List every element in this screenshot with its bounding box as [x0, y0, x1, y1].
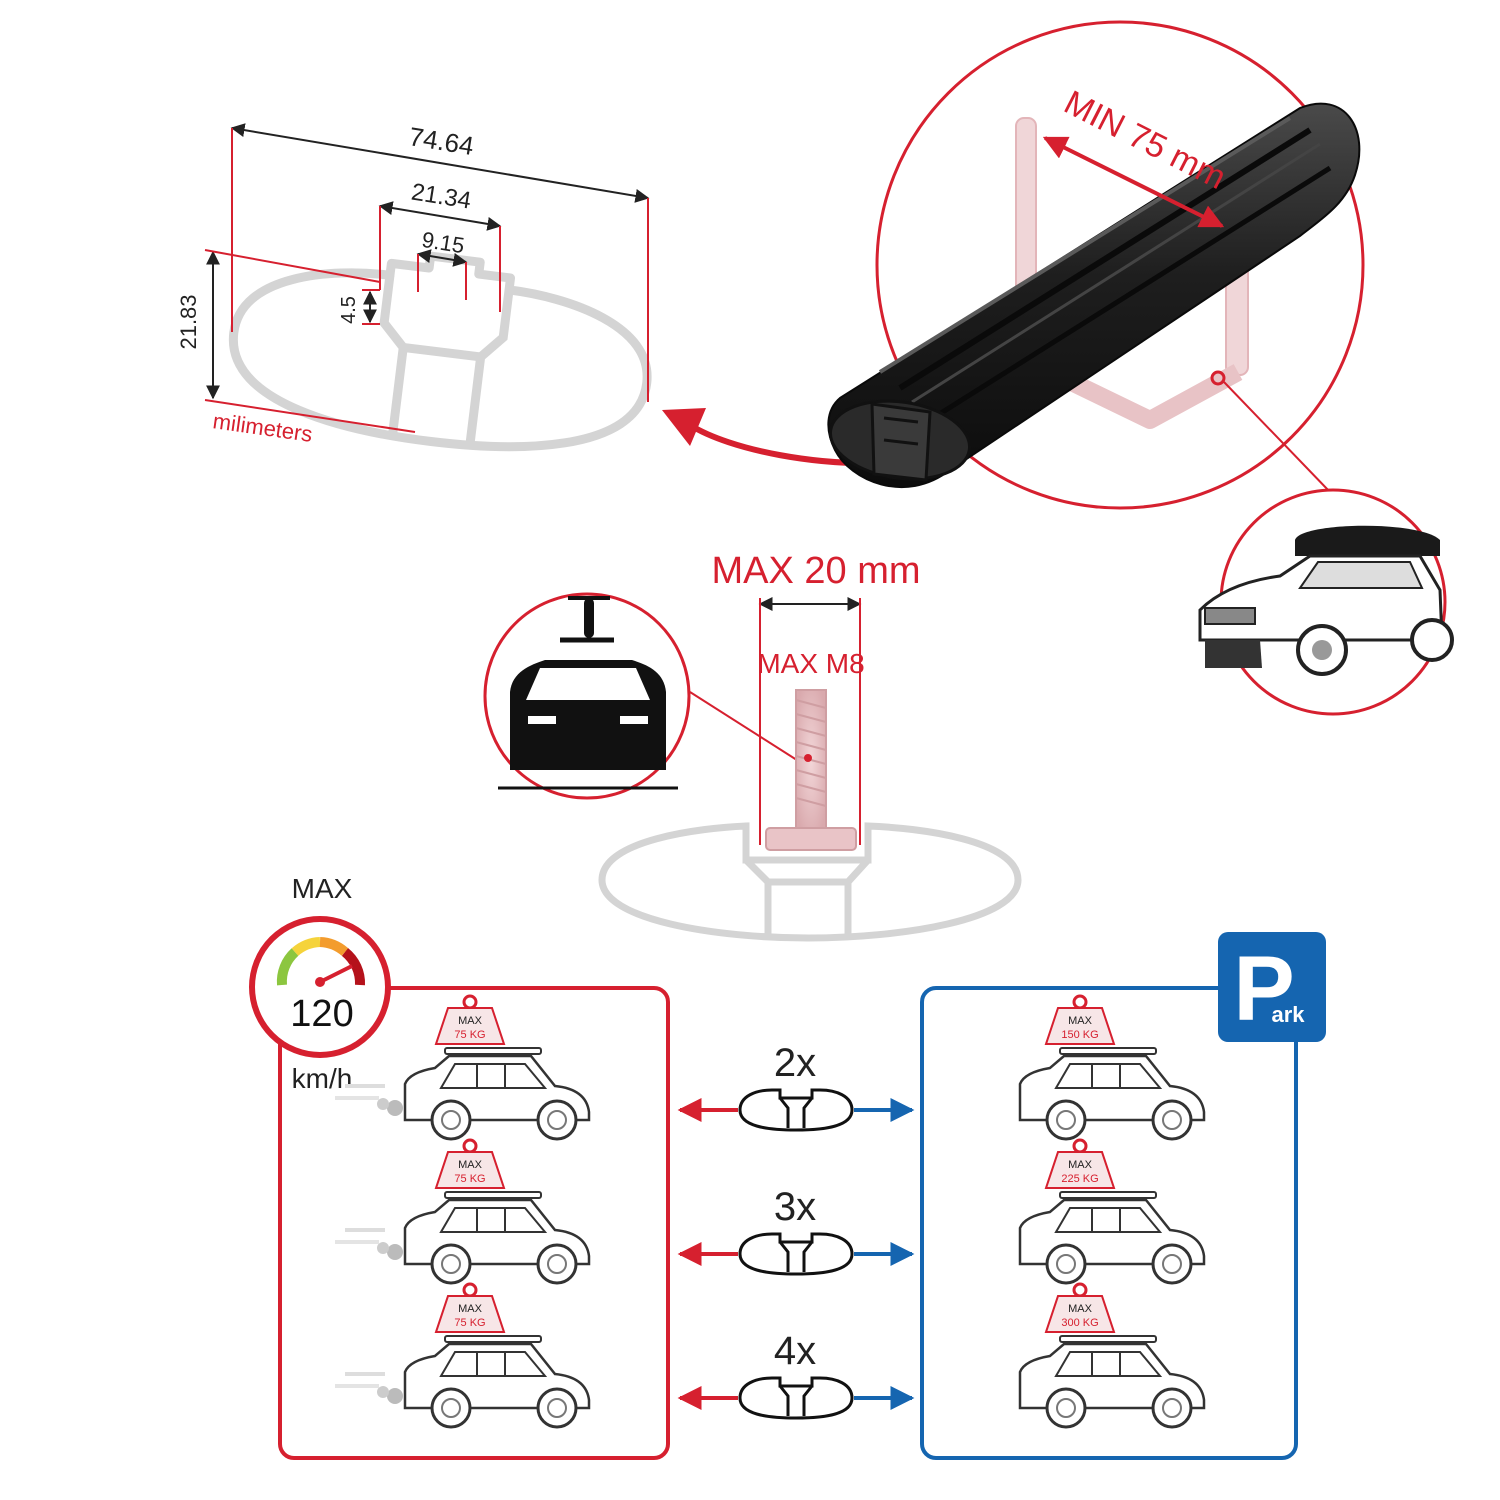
weight-value: 225 KG — [1061, 1173, 1098, 1185]
profile-outline — [229, 251, 652, 452]
weight-max-label: MAX — [1068, 1159, 1093, 1171]
weight-max-label: MAX — [458, 1159, 483, 1171]
speed-value: 120 — [290, 993, 353, 1035]
weight-icon: MAX 75 KG — [434, 1138, 506, 1189]
suv-with-roofbox-icon — [1198, 488, 1454, 716]
weight-max-label: MAX — [458, 1303, 483, 1315]
speed-unit: km/h — [292, 1063, 353, 1094]
bar-profile-icon — [738, 1376, 854, 1420]
weight-max-label: MAX — [1068, 1015, 1093, 1027]
weight-icon: MAX 225 KG — [1044, 1138, 1116, 1189]
dim-width-channel: 21.34 — [409, 179, 473, 215]
pointer-arrowhead — [662, 408, 706, 446]
bar-profile-icon — [738, 1232, 854, 1276]
park-suffix: ark — [1271, 1002, 1305, 1027]
dim-width-total: 74.64 — [407, 121, 476, 161]
max-width-label: MAX 20 mm — [711, 550, 920, 592]
weight-value: 75 KG — [454, 1173, 485, 1185]
weight-icon: MAX 300 KG — [1044, 1282, 1116, 1333]
car-with-bike-icon — [483, 592, 801, 800]
weight-max-label: MAX — [1068, 1303, 1093, 1315]
weight-icon: MAX 150 KG — [1044, 994, 1116, 1045]
bar-profile-icon — [738, 1088, 854, 1132]
max-thread-label: MAX M8 — [757, 648, 864, 679]
weight-value: 75 KG — [454, 1029, 485, 1041]
load-row: MAX 75 KG MAX 300 KG 4x — [335, 1282, 1206, 1429]
driving-load-panel — [278, 986, 670, 1460]
bar-count-label: 3x — [774, 1185, 816, 1229]
parked-load-panel — [920, 986, 1298, 1460]
profile-cross-section: 74.64 21.34 9.15 4.5 21.83 milimeters — [176, 121, 652, 452]
speed-max-label: MAX — [292, 873, 353, 904]
parking-icon: P ark — [1218, 932, 1326, 1042]
weight-max-label: MAX — [458, 1015, 483, 1027]
load-row: MAX 75 KG MAX 150 KG 2x — [335, 994, 1206, 1141]
weight-icon: MAX 75 KG — [434, 994, 506, 1045]
weight-icon: MAX 75 KG — [434, 1282, 506, 1333]
park-letter: P — [1233, 938, 1294, 1040]
bar-count-label: 2x — [774, 1041, 816, 1085]
bar-detail-callout: MIN 75 mm — [827, 20, 1365, 510]
weight-value: 300 KG — [1061, 1317, 1098, 1329]
weight-value: 150 KG — [1061, 1029, 1098, 1041]
dim-depth-slot: 4.5 — [338, 296, 360, 324]
dim-height-total: 21.83 — [176, 294, 201, 349]
bar-count-label: 4x — [774, 1329, 816, 1373]
speedometer-icon — [276, 937, 366, 987]
speed-badge: MAX 120 km/h — [249, 873, 391, 1094]
weight-value: 75 KG — [454, 1317, 485, 1329]
load-row: MAX 75 KG MAX 225 KG 3x — [335, 1138, 1206, 1285]
bolt-detail: MAX 20 mm MAX M8 — [598, 550, 1022, 942]
